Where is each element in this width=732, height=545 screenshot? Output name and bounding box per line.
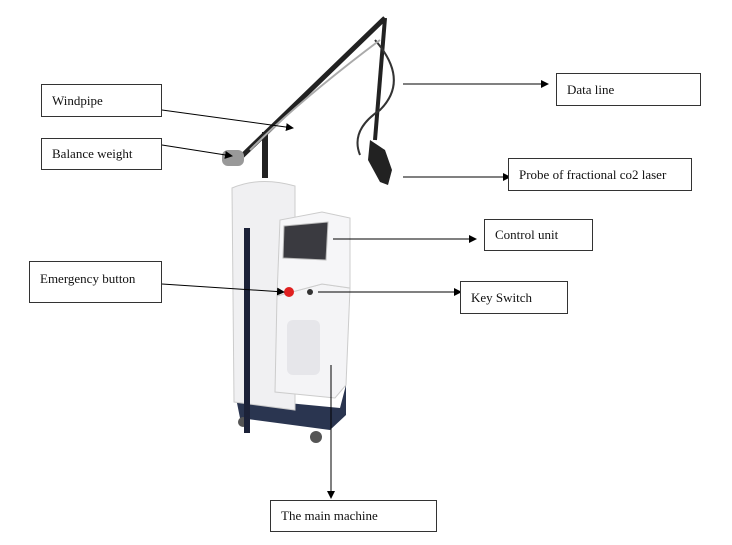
label-emergency-button: Emergency button (29, 261, 162, 303)
emergency-button[interactable] (284, 287, 294, 297)
key-switch[interactable] (307, 289, 313, 295)
label-control-unit: Control unit (484, 219, 593, 251)
label-windpipe: Windpipe (41, 84, 162, 117)
laser-machine (222, 16, 395, 443)
label-data-line: Data line (556, 73, 701, 106)
probe-part (368, 140, 392, 185)
balance-weight-part (222, 150, 244, 166)
label-probe: Probe of fractional co2 laser (508, 158, 692, 191)
label-main-machine: The main machine (270, 500, 437, 532)
label-balance-weight: Balance weight (41, 138, 162, 170)
leader-arrows (161, 80, 549, 499)
label-key-switch: Key Switch (460, 281, 568, 314)
